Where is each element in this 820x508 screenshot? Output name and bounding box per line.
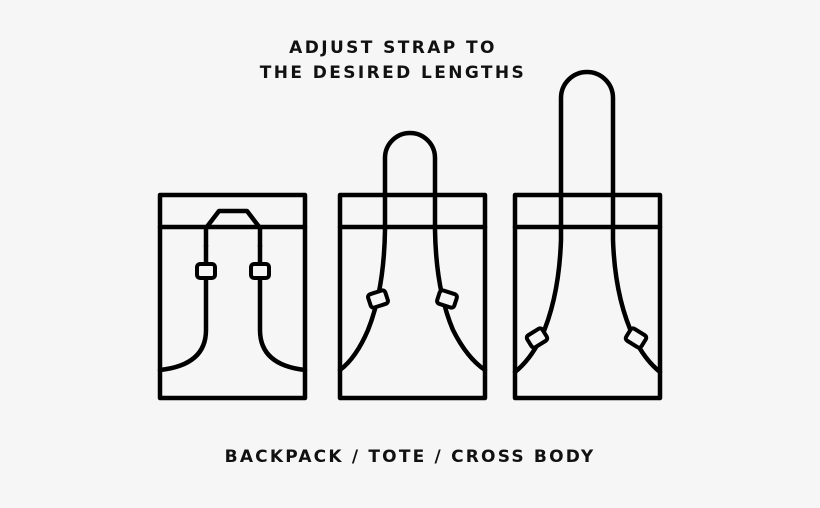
backpack-buckle-right xyxy=(249,262,271,280)
backpack-strap-right xyxy=(257,243,308,373)
cross-body-bag-outline xyxy=(512,192,663,401)
cross-body-buckle-left xyxy=(524,326,550,350)
tote-icon xyxy=(337,130,488,401)
bag-modes-caption: BACKPACK / TOTE / CROSS BODY xyxy=(224,447,596,467)
backpack-buckle-left xyxy=(195,262,217,280)
tote-strap-right xyxy=(432,192,488,373)
cross-body-strap-handle xyxy=(558,69,616,198)
backpack-strap-left xyxy=(157,243,209,373)
cross-body-buckle-right xyxy=(623,326,649,350)
instruction-heading-line-2: THE DESIRED LENGTHS xyxy=(259,63,527,83)
tote-buckle-left xyxy=(366,288,390,310)
backpack-strap-top-loop xyxy=(203,208,263,249)
tote-bag-outline xyxy=(337,192,488,401)
tote-buckle-right xyxy=(435,288,459,310)
tote-strap-left xyxy=(337,192,388,373)
backpack-bag-outline xyxy=(157,192,308,401)
backpack-icon xyxy=(157,192,308,401)
instruction-heading: ADJUST STRAP TO THE DESIRED LENGTHS xyxy=(0,36,786,86)
instruction-heading-line-1: ADJUST STRAP TO xyxy=(289,38,497,58)
cross-body-icon xyxy=(512,69,663,401)
tote-strap-handle xyxy=(382,130,438,198)
